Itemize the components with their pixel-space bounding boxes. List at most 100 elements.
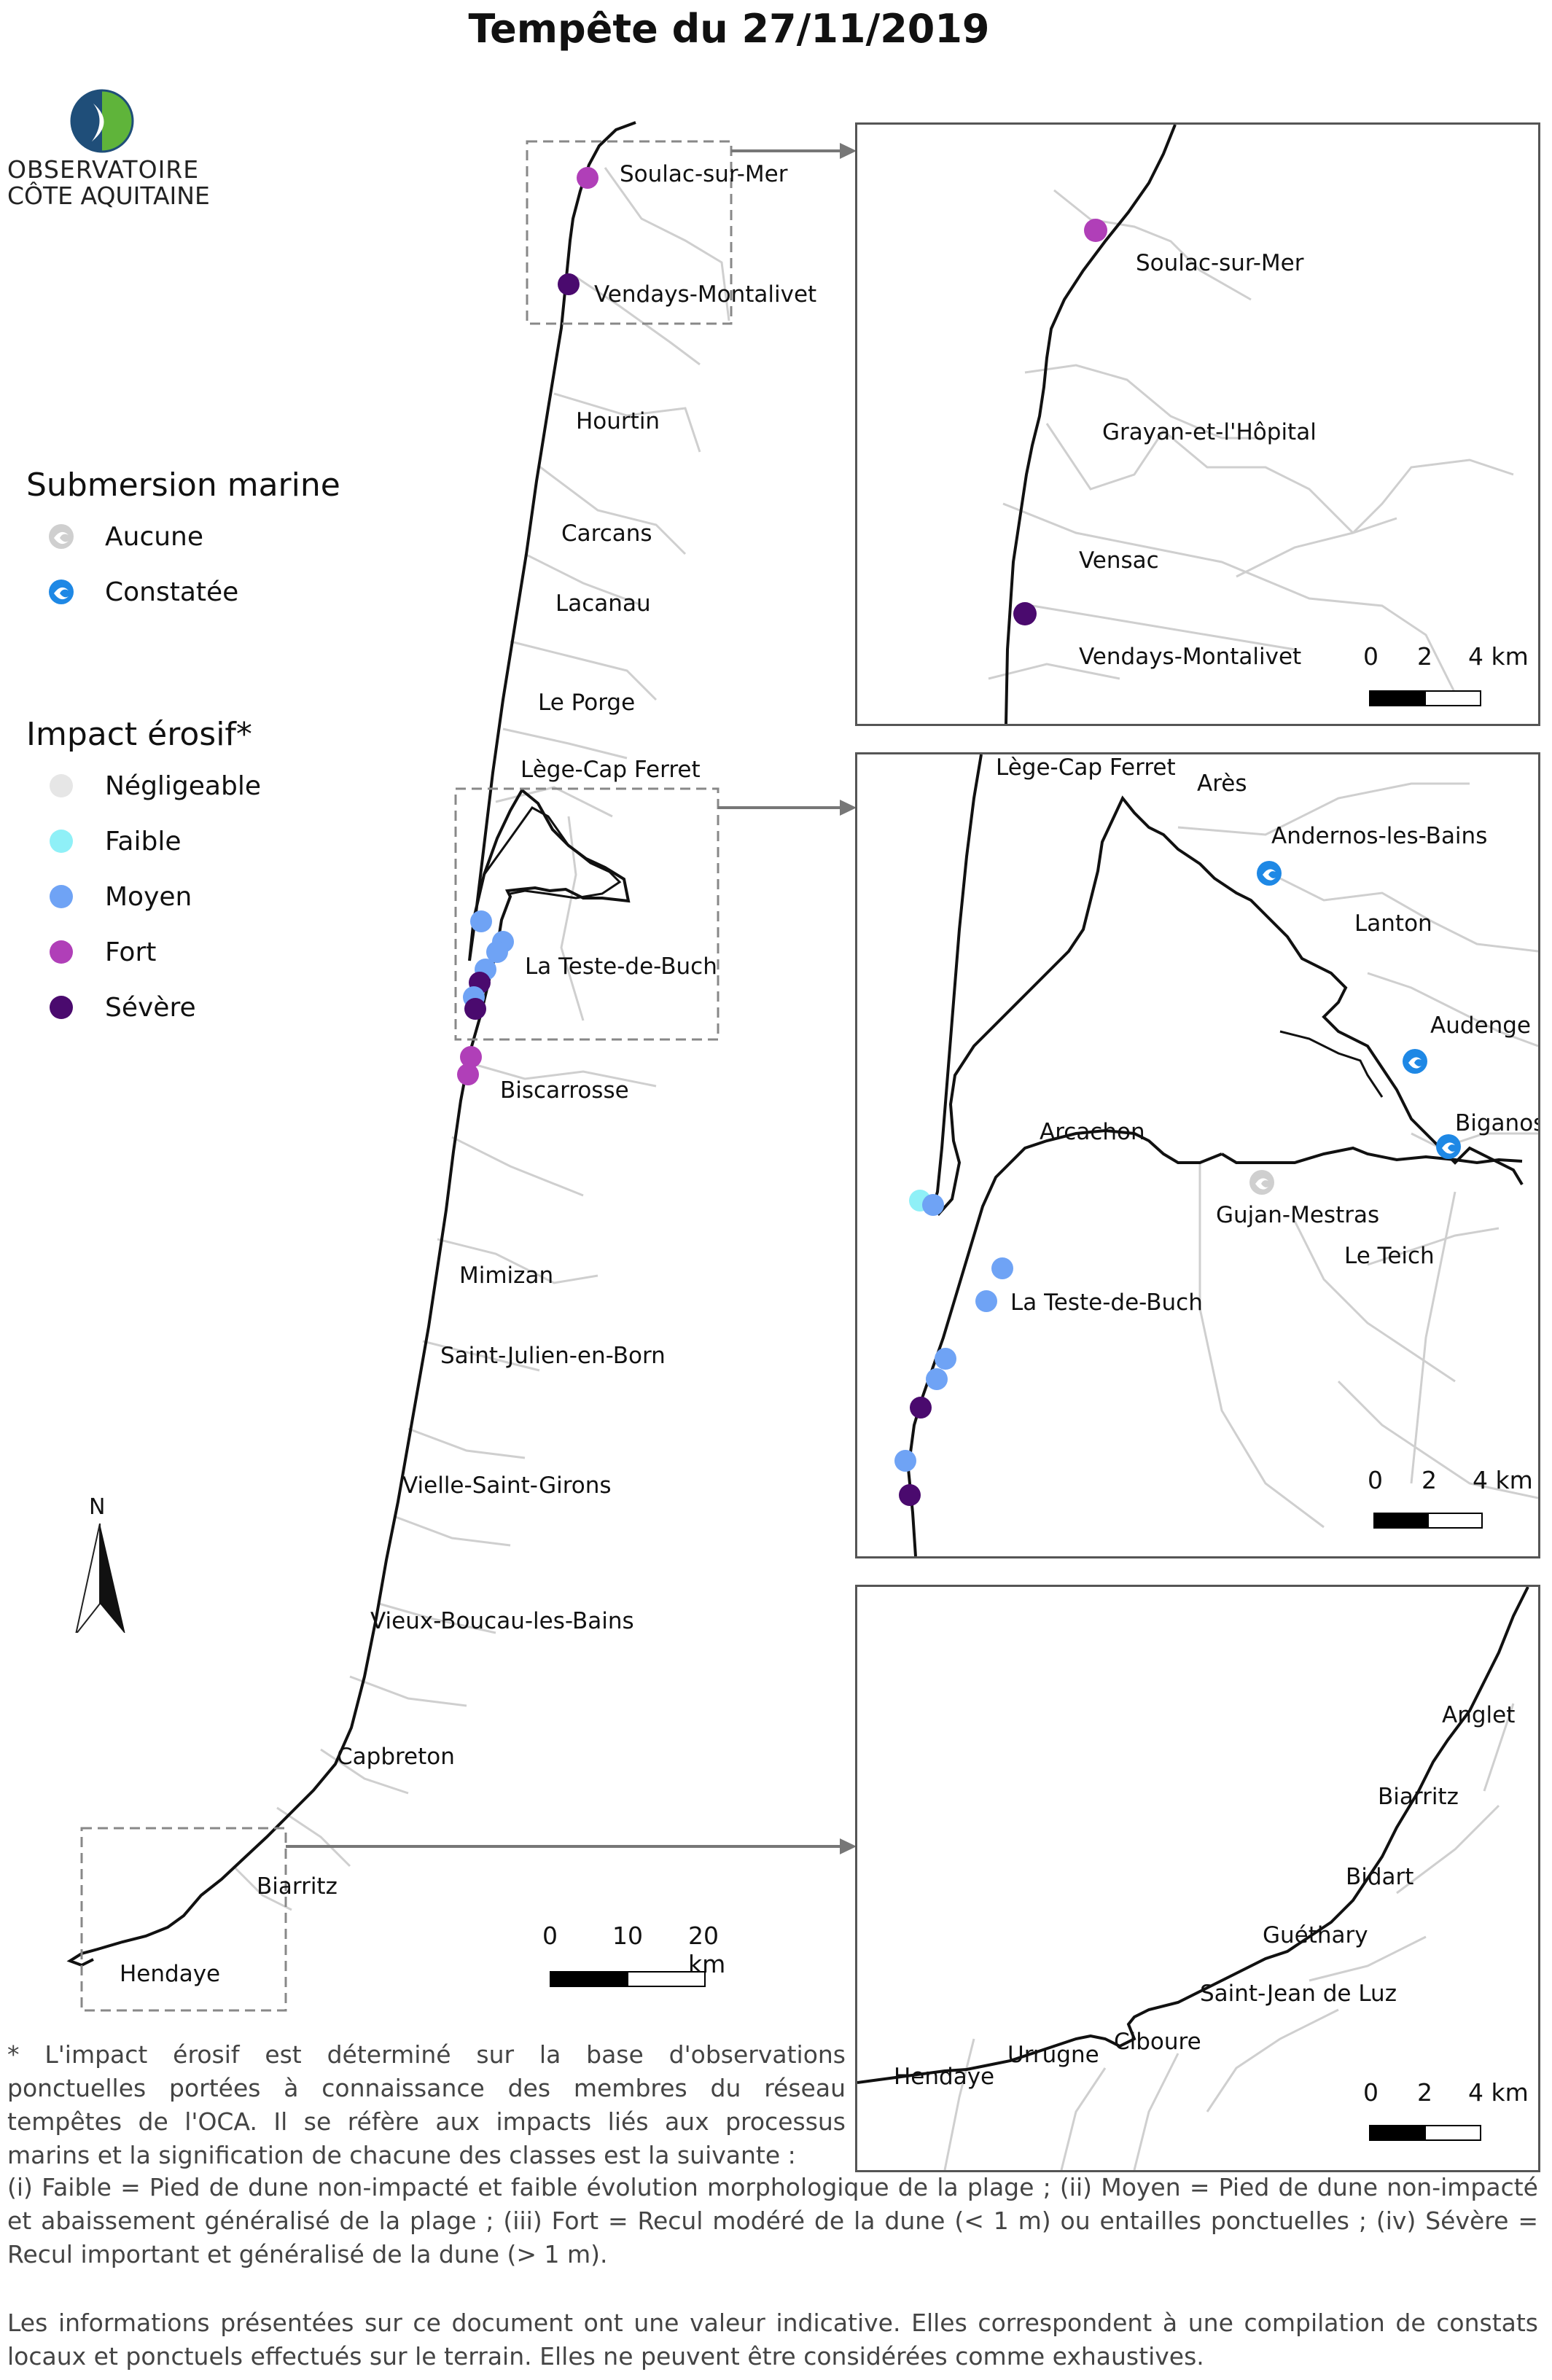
- commune-boundaries: [232, 167, 730, 1911]
- inset-south-scale-4: 4 km: [1468, 2078, 1529, 2107]
- label-vielle: Vielle-Saint-Girons: [402, 1472, 612, 1499]
- main-map-points: [457, 167, 598, 1085]
- inset-south-scale-bar: 0 2 4 km: [1357, 2078, 1532, 2144]
- disclaimer: Les informations présentées sur ce docum…: [7, 2309, 1538, 2371]
- submersion-none-icon: [47, 522, 76, 551]
- footnote: * L'impact érosif est déterminé sur la b…: [7, 2040, 846, 2169]
- inset-bassin-label-audenge: Audenge: [1430, 1013, 1532, 1039]
- inset-north-map: [988, 125, 1514, 724]
- point-vendays: [558, 273, 580, 295]
- inset-south: Anglet Biarritz Bidart Guéthary Saint-Je…: [855, 1585, 1540, 2172]
- main-scale-10: 10: [612, 1921, 643, 1950]
- inset-bassin-label-testebuch: La Teste-de-Buch: [1010, 1290, 1203, 1316]
- main-scale-bar: 0 10 20 km: [539, 1921, 744, 1987]
- point-testebuch-3: [486, 941, 508, 963]
- point-biscarrosse-2: [457, 1064, 479, 1085]
- label-soulac: Soulac-sur-Mer: [620, 161, 788, 187]
- logo-emblem-icon: [70, 89, 134, 153]
- inset-south-label-stjean: Saint-Jean de Luz: [1200, 1981, 1397, 2007]
- inset-bassin-label-lanton: Lanton: [1354, 910, 1432, 937]
- label-testebuch: La Teste-de-Buch: [525, 953, 717, 980]
- inset-north-point-vendays: [1013, 602, 1037, 625]
- legend-erosion-title: Impact érosif*: [26, 716, 252, 753]
- bassin-outline: [483, 806, 622, 900]
- erosion-medium-icon: [50, 885, 73, 908]
- legend-erosion-severe: Sévère: [105, 993, 196, 1023]
- inset-north-coastline: [1005, 125, 1177, 724]
- inset-north-scale-4: 4 km: [1468, 642, 1529, 671]
- legend-erosion-strong: Fort: [105, 937, 157, 967]
- legend-erosion-weak: Faible: [105, 827, 182, 857]
- main-scale-20: 20 km: [688, 1921, 726, 1978]
- erosion-weak-icon: [50, 830, 73, 853]
- point-testebuch-1: [470, 910, 492, 932]
- submersion-audenge: [1403, 1049, 1427, 1074]
- label-carcans: Carcans: [561, 520, 652, 547]
- inset-bassin-label-ares: Arès: [1197, 770, 1247, 797]
- label-leporge: Le Porge: [538, 690, 636, 716]
- inset-bassin-teste-coast: [906, 1128, 1223, 1556]
- inset-north-label-grayan: Grayan-et-l'Hôpital: [1102, 419, 1317, 445]
- label-biarritz: Biarritz: [257, 1873, 338, 1900]
- point-biscarrosse-1: [460, 1046, 482, 1068]
- classes-definition: (i) Faible = Pied de dune non-impacté et…: [7, 2173, 1538, 2268]
- inset-bassin-label-gujan: Gujan-Mestras: [1216, 1202, 1380, 1228]
- inset-south-label-bidart: Bidart: [1346, 1864, 1414, 1890]
- inset-bassin-scale-bar: 0 2 4 km: [1362, 1466, 1537, 1532]
- inset-bassin: Lège-Cap Ferret Arès Andernos-les-Bains …: [855, 752, 1540, 1558]
- inset-north-label-vendays: Vendays-Montalivet: [1079, 644, 1302, 670]
- north-arrow-icon: [75, 1523, 125, 1633]
- inset-bassin-label-lege: Lège-Cap Ferret: [996, 754, 1176, 781]
- inset-north: Soulac-sur-Mer Grayan-et-l'Hôpital Vensa…: [855, 122, 1540, 726]
- inset-south-map: [857, 1587, 1529, 2170]
- legend-erosion-medium: Moyen: [105, 882, 192, 912]
- label-capbreton: Capbreton: [337, 1744, 455, 1770]
- inset-north-label-soulac: Soulac-sur-Mer: [1136, 250, 1304, 276]
- label-hendaye: Hendaye: [120, 1961, 221, 1987]
- map-title: Tempête du 27/11/2019: [468, 6, 990, 52]
- point-testebuch-7: [464, 998, 486, 1020]
- inset-bassin-label-leteich: Le Teich: [1344, 1243, 1435, 1269]
- inset-bassin-label-arcachon: Arcachon: [1040, 1119, 1145, 1145]
- frame-south: [80, 1827, 287, 2012]
- inset-south-label-biarritz: Biarritz: [1378, 1784, 1459, 1810]
- inset-south-scale-2: 2: [1417, 2078, 1432, 2107]
- label-biscarrosse: Biscarrosse: [500, 1077, 629, 1104]
- inset-bassin-label-andernos: Andernos-les-Bains: [1271, 823, 1488, 849]
- inset-south-label-urrugne: Urrugne: [1007, 2042, 1099, 2068]
- label-lege: Lège-Cap Ferret: [520, 757, 701, 783]
- main-map: [66, 121, 857, 2012]
- inset-south-coastline: [857, 1587, 1529, 2084]
- frame-north: [526, 140, 733, 325]
- main-coastline: [66, 121, 636, 1967]
- label-hourtin: Hourtin: [576, 408, 660, 434]
- inset-north-point-soulac: [1084, 219, 1107, 242]
- oca-logo: OBSERVATOIRE CÔTE AQUITAINE: [0, 86, 211, 217]
- label-mimizan: Mimizan: [459, 1263, 554, 1289]
- erosion-strong-icon: [50, 940, 73, 964]
- inset-arrows: [286, 143, 857, 1854]
- inset-bassin-scale-2: 2: [1422, 1466, 1437, 1494]
- inset-south-label-guethary: Guéthary: [1263, 1922, 1368, 1948]
- legend-submersion-observed: Constatée: [105, 577, 239, 607]
- inset-north-scale-2: 2: [1417, 642, 1432, 671]
- inset-bassin-erosion-points: [894, 1190, 1013, 1506]
- inset-south-scale-0: 0: [1363, 2078, 1379, 2107]
- main-scale-0: 0: [542, 1921, 558, 1950]
- point-soulac: [577, 167, 598, 189]
- legend-submersion-title: Submersion marine: [26, 467, 340, 504]
- inset-bassin-scale-0: 0: [1368, 1466, 1383, 1494]
- legend: Submersion marine Aucune Constatée Impac…: [26, 467, 376, 1035]
- inset-bassin-southshore: [1220, 1146, 1523, 1165]
- label-vieuxboucau: Vieux-Boucau-les-Bains: [370, 1608, 634, 1634]
- submersion-gujan: [1249, 1170, 1274, 1195]
- inset-bassin-label-biganos: Biganos: [1455, 1110, 1540, 1136]
- inset-bassin-map: [894, 754, 1538, 1556]
- inset-south-label-hendaye: Hendaye: [894, 2064, 995, 2090]
- north-arrow: N: [67, 1494, 133, 1633]
- erosion-severe-icon: [50, 996, 73, 1019]
- submersion-andernos: [1257, 861, 1282, 886]
- submersion-biganos: [1436, 1134, 1461, 1159]
- inset-bassin-scale-4: 4 km: [1473, 1466, 1533, 1494]
- inset-south-label-anglet: Anglet: [1442, 1702, 1516, 1728]
